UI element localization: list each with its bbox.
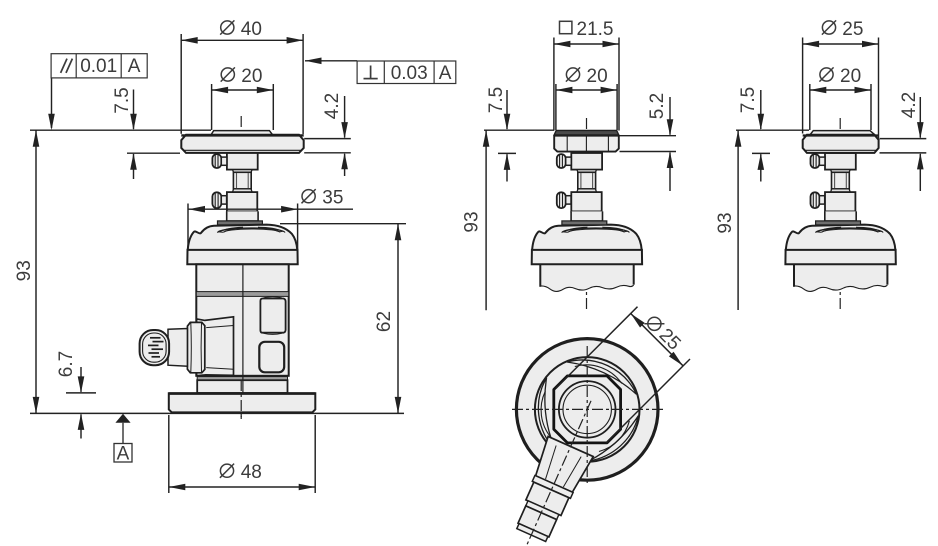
- svg-text:20: 20: [587, 66, 608, 87]
- svg-text:35: 35: [322, 188, 343, 209]
- svg-text:93: 93: [14, 260, 35, 281]
- svg-text:4.2: 4.2: [899, 92, 920, 118]
- svg-text:0.03: 0.03: [391, 63, 428, 84]
- svg-text:62: 62: [374, 311, 395, 332]
- svg-text:40: 40: [241, 19, 262, 40]
- svg-text:A: A: [117, 444, 130, 465]
- svg-text:4.2: 4.2: [322, 93, 343, 119]
- svg-text:48: 48: [241, 462, 262, 483]
- svg-text:20: 20: [241, 66, 262, 87]
- svg-text:25: 25: [842, 19, 863, 40]
- svg-text:93: 93: [462, 211, 483, 232]
- svg-text:A: A: [439, 63, 452, 84]
- svg-text:0.01: 0.01: [80, 56, 117, 77]
- svg-text:A: A: [128, 56, 141, 77]
- svg-text:6.7: 6.7: [56, 351, 77, 377]
- svg-text:20: 20: [840, 66, 861, 87]
- svg-text:7.5: 7.5: [486, 87, 507, 113]
- svg-text:5.2: 5.2: [647, 93, 668, 119]
- svg-text:7.5: 7.5: [112, 87, 133, 113]
- svg-text:93: 93: [715, 212, 736, 233]
- svg-text:21.5: 21.5: [577, 19, 614, 40]
- svg-text:7.5: 7.5: [738, 87, 759, 113]
